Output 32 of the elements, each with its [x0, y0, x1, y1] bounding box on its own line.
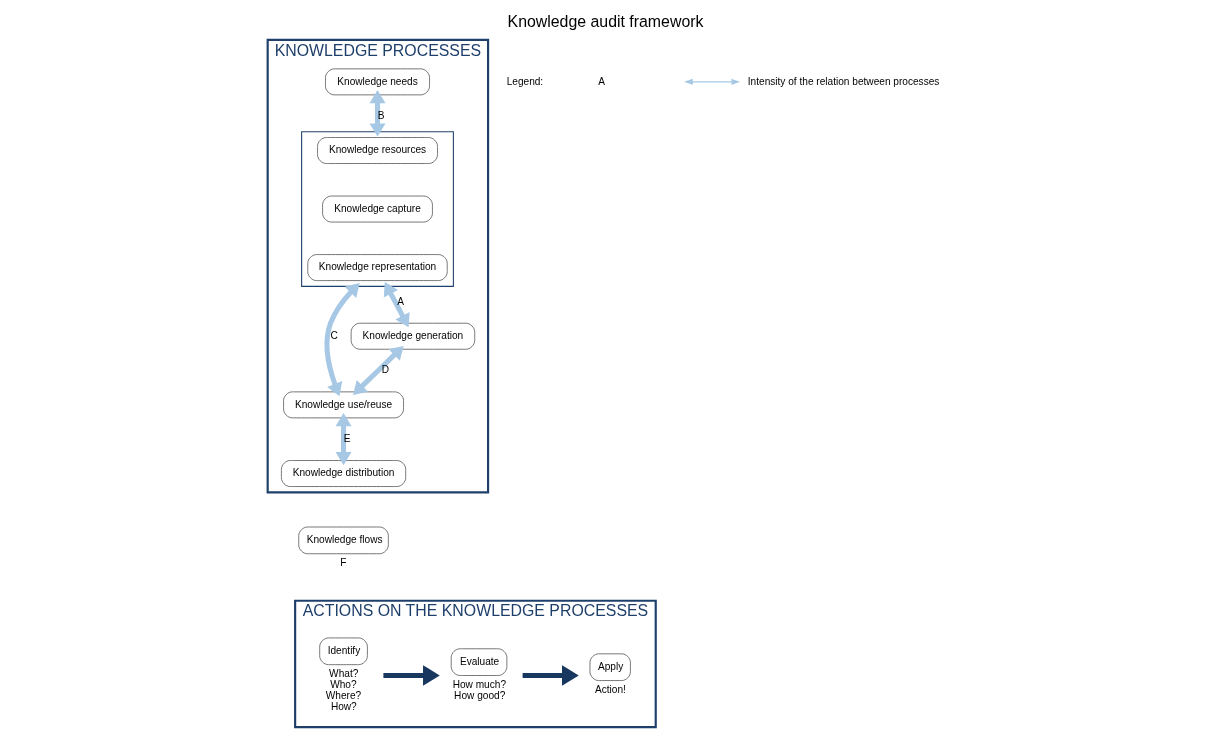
cluster — [301, 131, 454, 287]
arrow — [335, 413, 352, 466]
node-label: How good? — [454, 689, 506, 701]
node-label: Where? — [325, 689, 362, 701]
edge-label: E — [343, 432, 351, 444]
node-label: How much? — [452, 678, 507, 690]
node-box: Knowledge generation — [350, 322, 476, 350]
node-label: What? — [329, 668, 359, 680]
label: A — [598, 75, 605, 87]
node-box: Knowledge use/reuse — [283, 391, 404, 419]
arrow — [383, 282, 410, 328]
arrow — [369, 90, 386, 137]
node-label: Action! — [595, 683, 626, 695]
node-box: Knowledge needs — [325, 68, 430, 96]
node-box: Knowledge resources — [317, 137, 438, 164]
legend-label: Intensity of the relation between processes — [747, 75, 940, 87]
node-box: Knowledge distribution — [281, 460, 407, 487]
arrow — [383, 665, 440, 686]
node-label: F — [340, 557, 347, 569]
arrow — [522, 665, 579, 686]
arrow — [352, 345, 404, 396]
label: Legend: — [506, 75, 544, 87]
node-label: How? — [330, 700, 357, 712]
node-box: Knowledge representation — [307, 254, 448, 281]
arrow — [324, 282, 360, 397]
edge-label: A — [397, 295, 405, 307]
diagram-title: Knowledge audit framework — [507, 12, 704, 30]
edge-label: C — [330, 329, 338, 341]
edge-label: D — [381, 364, 390, 376]
edge-label: B — [377, 109, 385, 121]
node-label: Who? — [330, 678, 357, 690]
node-box: Knowledge capture — [322, 195, 433, 223]
